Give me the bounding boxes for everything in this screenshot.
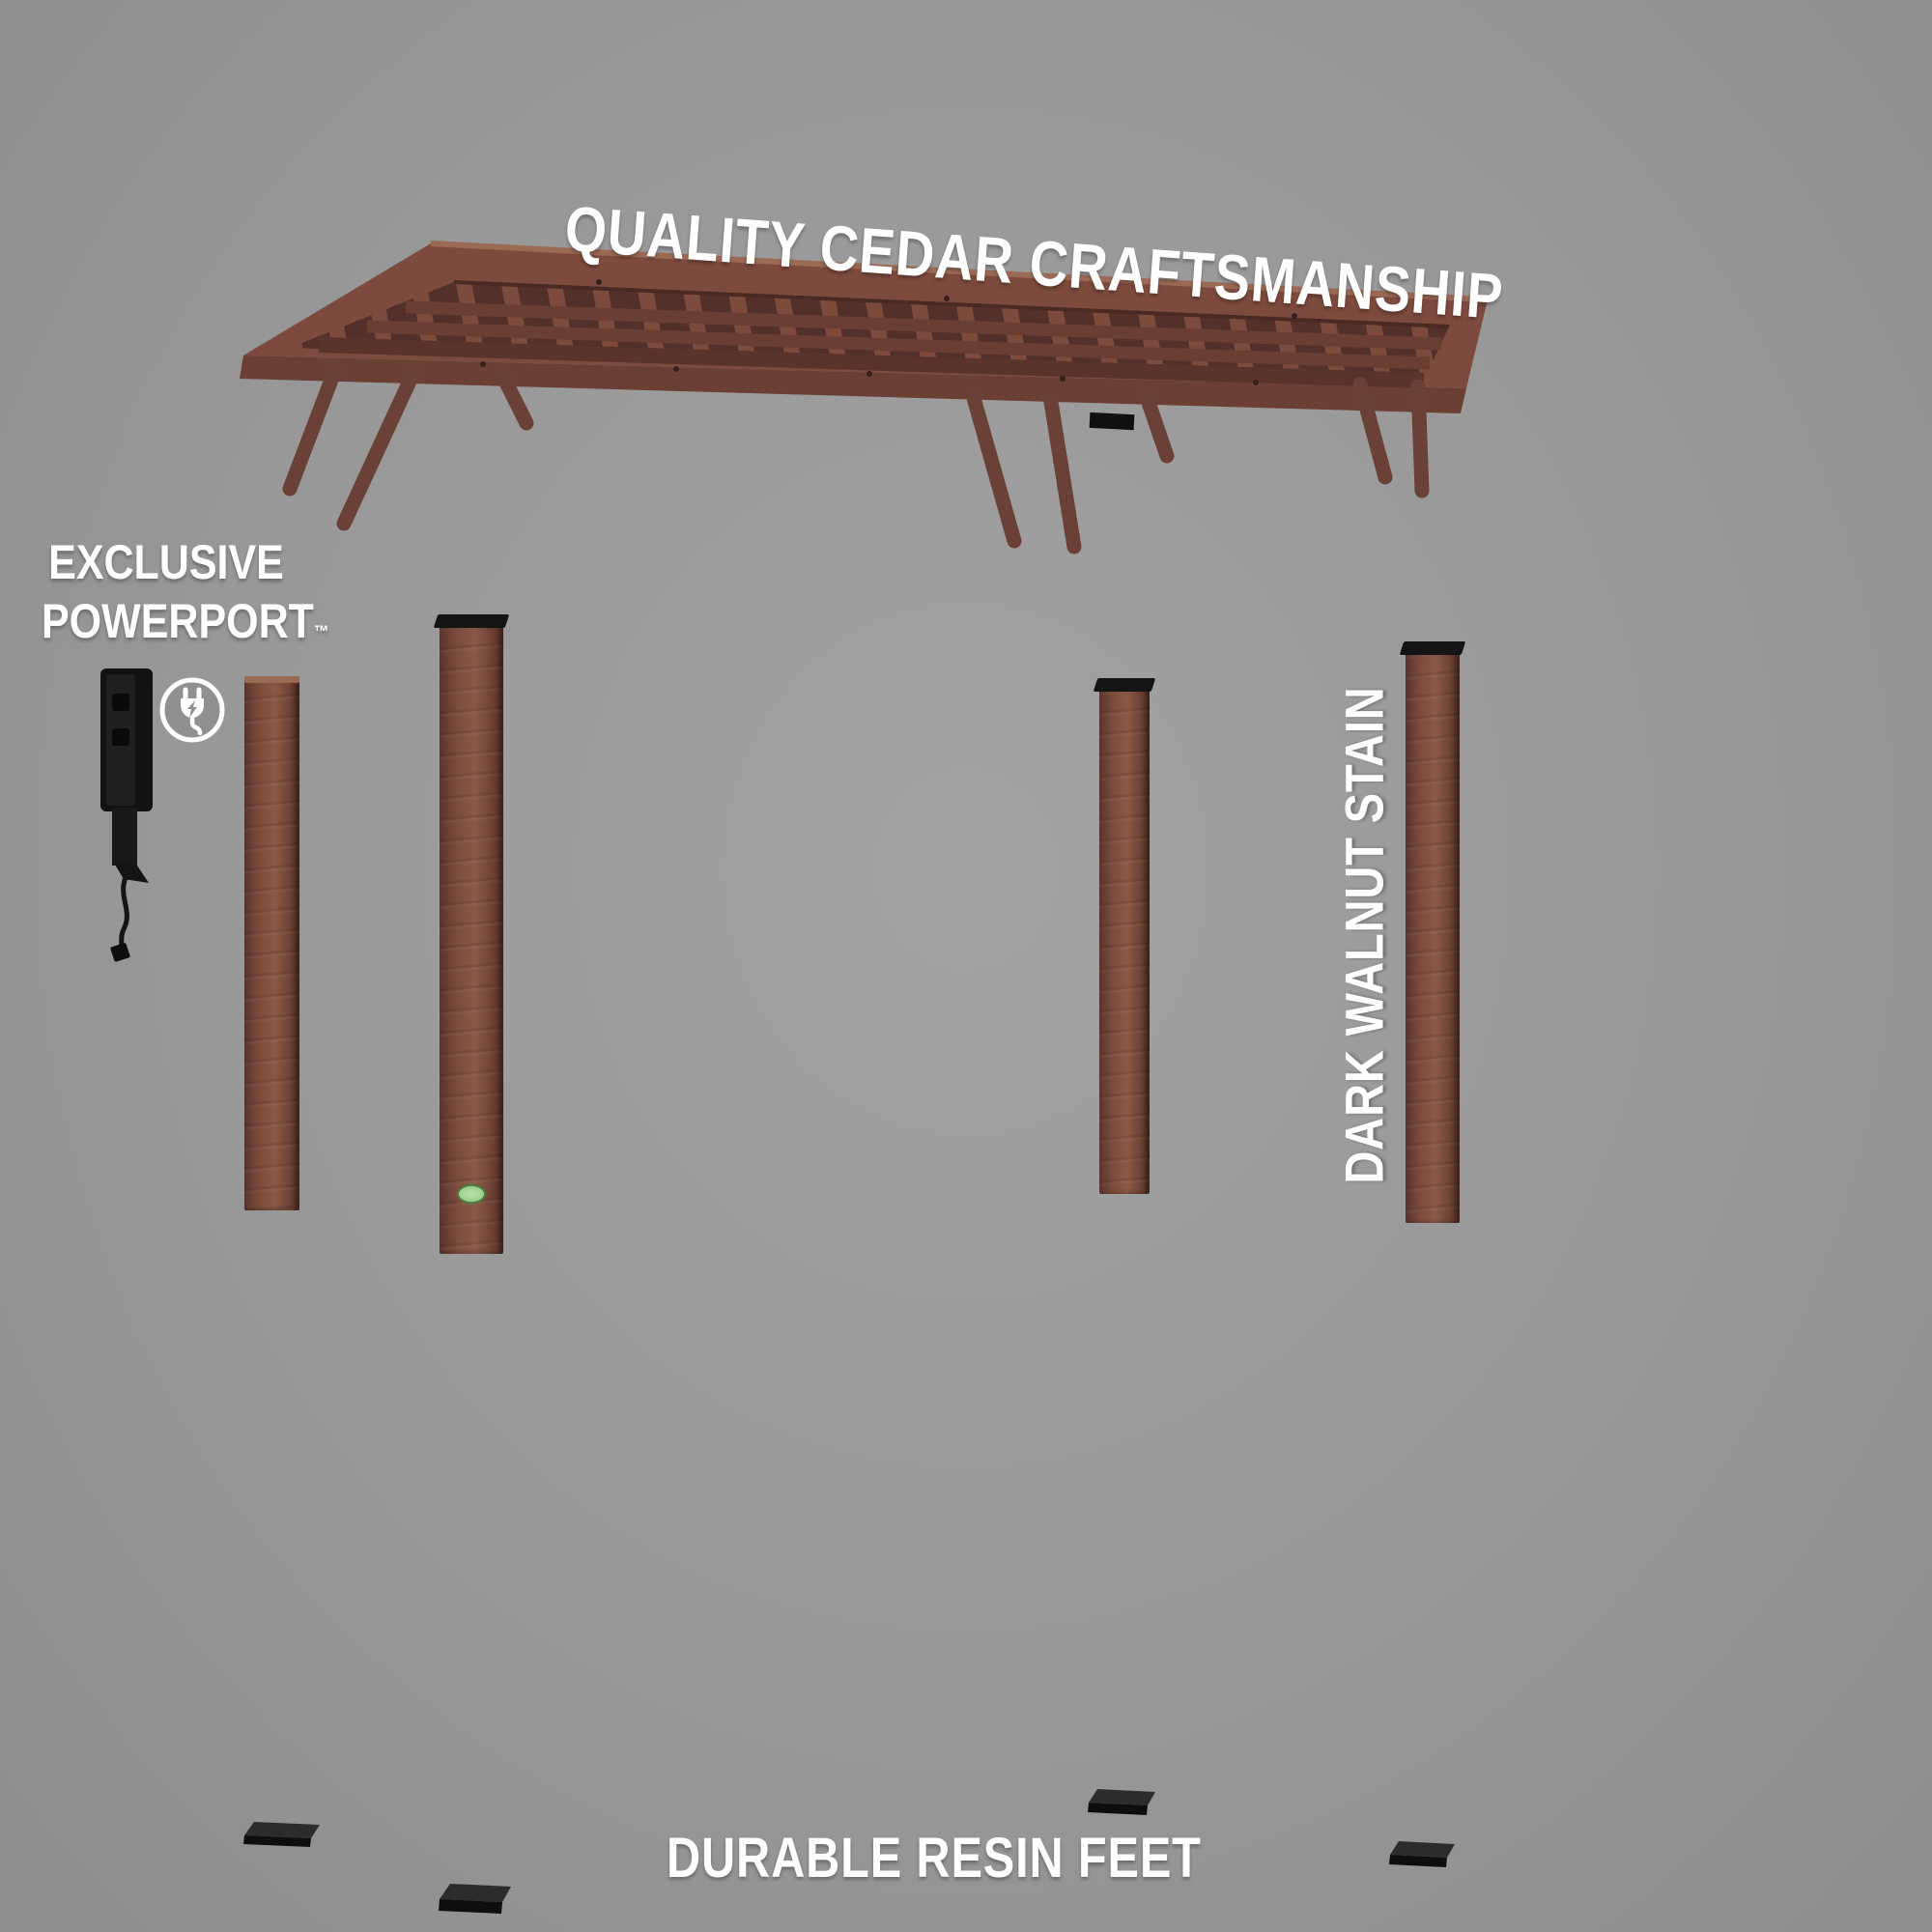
stain-label: DARK WALNUT STAIN [1333,686,1395,1184]
powerport-word: POWERPORT [42,594,314,648]
powerport-label-line2: POWERPORT™ [42,592,328,651]
powerport-plug-icon [159,677,225,743]
mounting-bracket [112,808,137,866]
roof-rail [366,320,1431,370]
trademark-symbol: ™ [313,622,329,641]
roof-rail [405,300,1442,351]
brace [1138,386,1175,464]
fascia-screws [480,279,1297,385]
powerport-device [100,668,153,962]
roof-header-beam [318,337,1425,388]
resin-foot [439,1884,511,1914]
powerport-label-line1: EXCLUSIVE [48,535,284,589]
outlet [112,694,129,711]
resin-foot [1088,1789,1155,1815]
resin-foot [1389,1841,1455,1867]
post-1 [244,676,299,1210]
lattice-back-seam [453,280,1450,328]
brace [336,365,421,531]
resin-foot [243,1822,320,1847]
post-4 [1399,641,1466,1223]
mounting-bracket-arm [112,860,149,883]
brace [1043,394,1082,554]
post-3 [1093,678,1156,1194]
plug-glyph [181,687,204,736]
brace [1410,379,1430,498]
outlet [112,728,129,746]
post-top-face [244,676,299,683]
brace [1352,377,1393,485]
post-bracket-cap [1399,641,1466,655]
resin-feet-label: DURABLE RESIN FEET [667,1827,1202,1889]
brace [966,390,1022,549]
brand-badge [457,1184,486,1204]
roof-bracket [1089,412,1135,431]
powerport-label: EXCLUSIVE POWERPORT™ [42,533,328,651]
corner-braces [282,359,1430,554]
post-bracket-cap [433,614,510,628]
roof-fascia-front-face [240,355,1466,413]
post-bracket-cap [1093,678,1156,692]
post-2 [433,614,510,1254]
roof-top-edge [430,241,1489,302]
roof-assembly [240,241,1489,554]
power-plug [110,943,130,962]
brace [282,359,344,497]
brace [495,367,534,431]
power-cord [118,876,129,950]
